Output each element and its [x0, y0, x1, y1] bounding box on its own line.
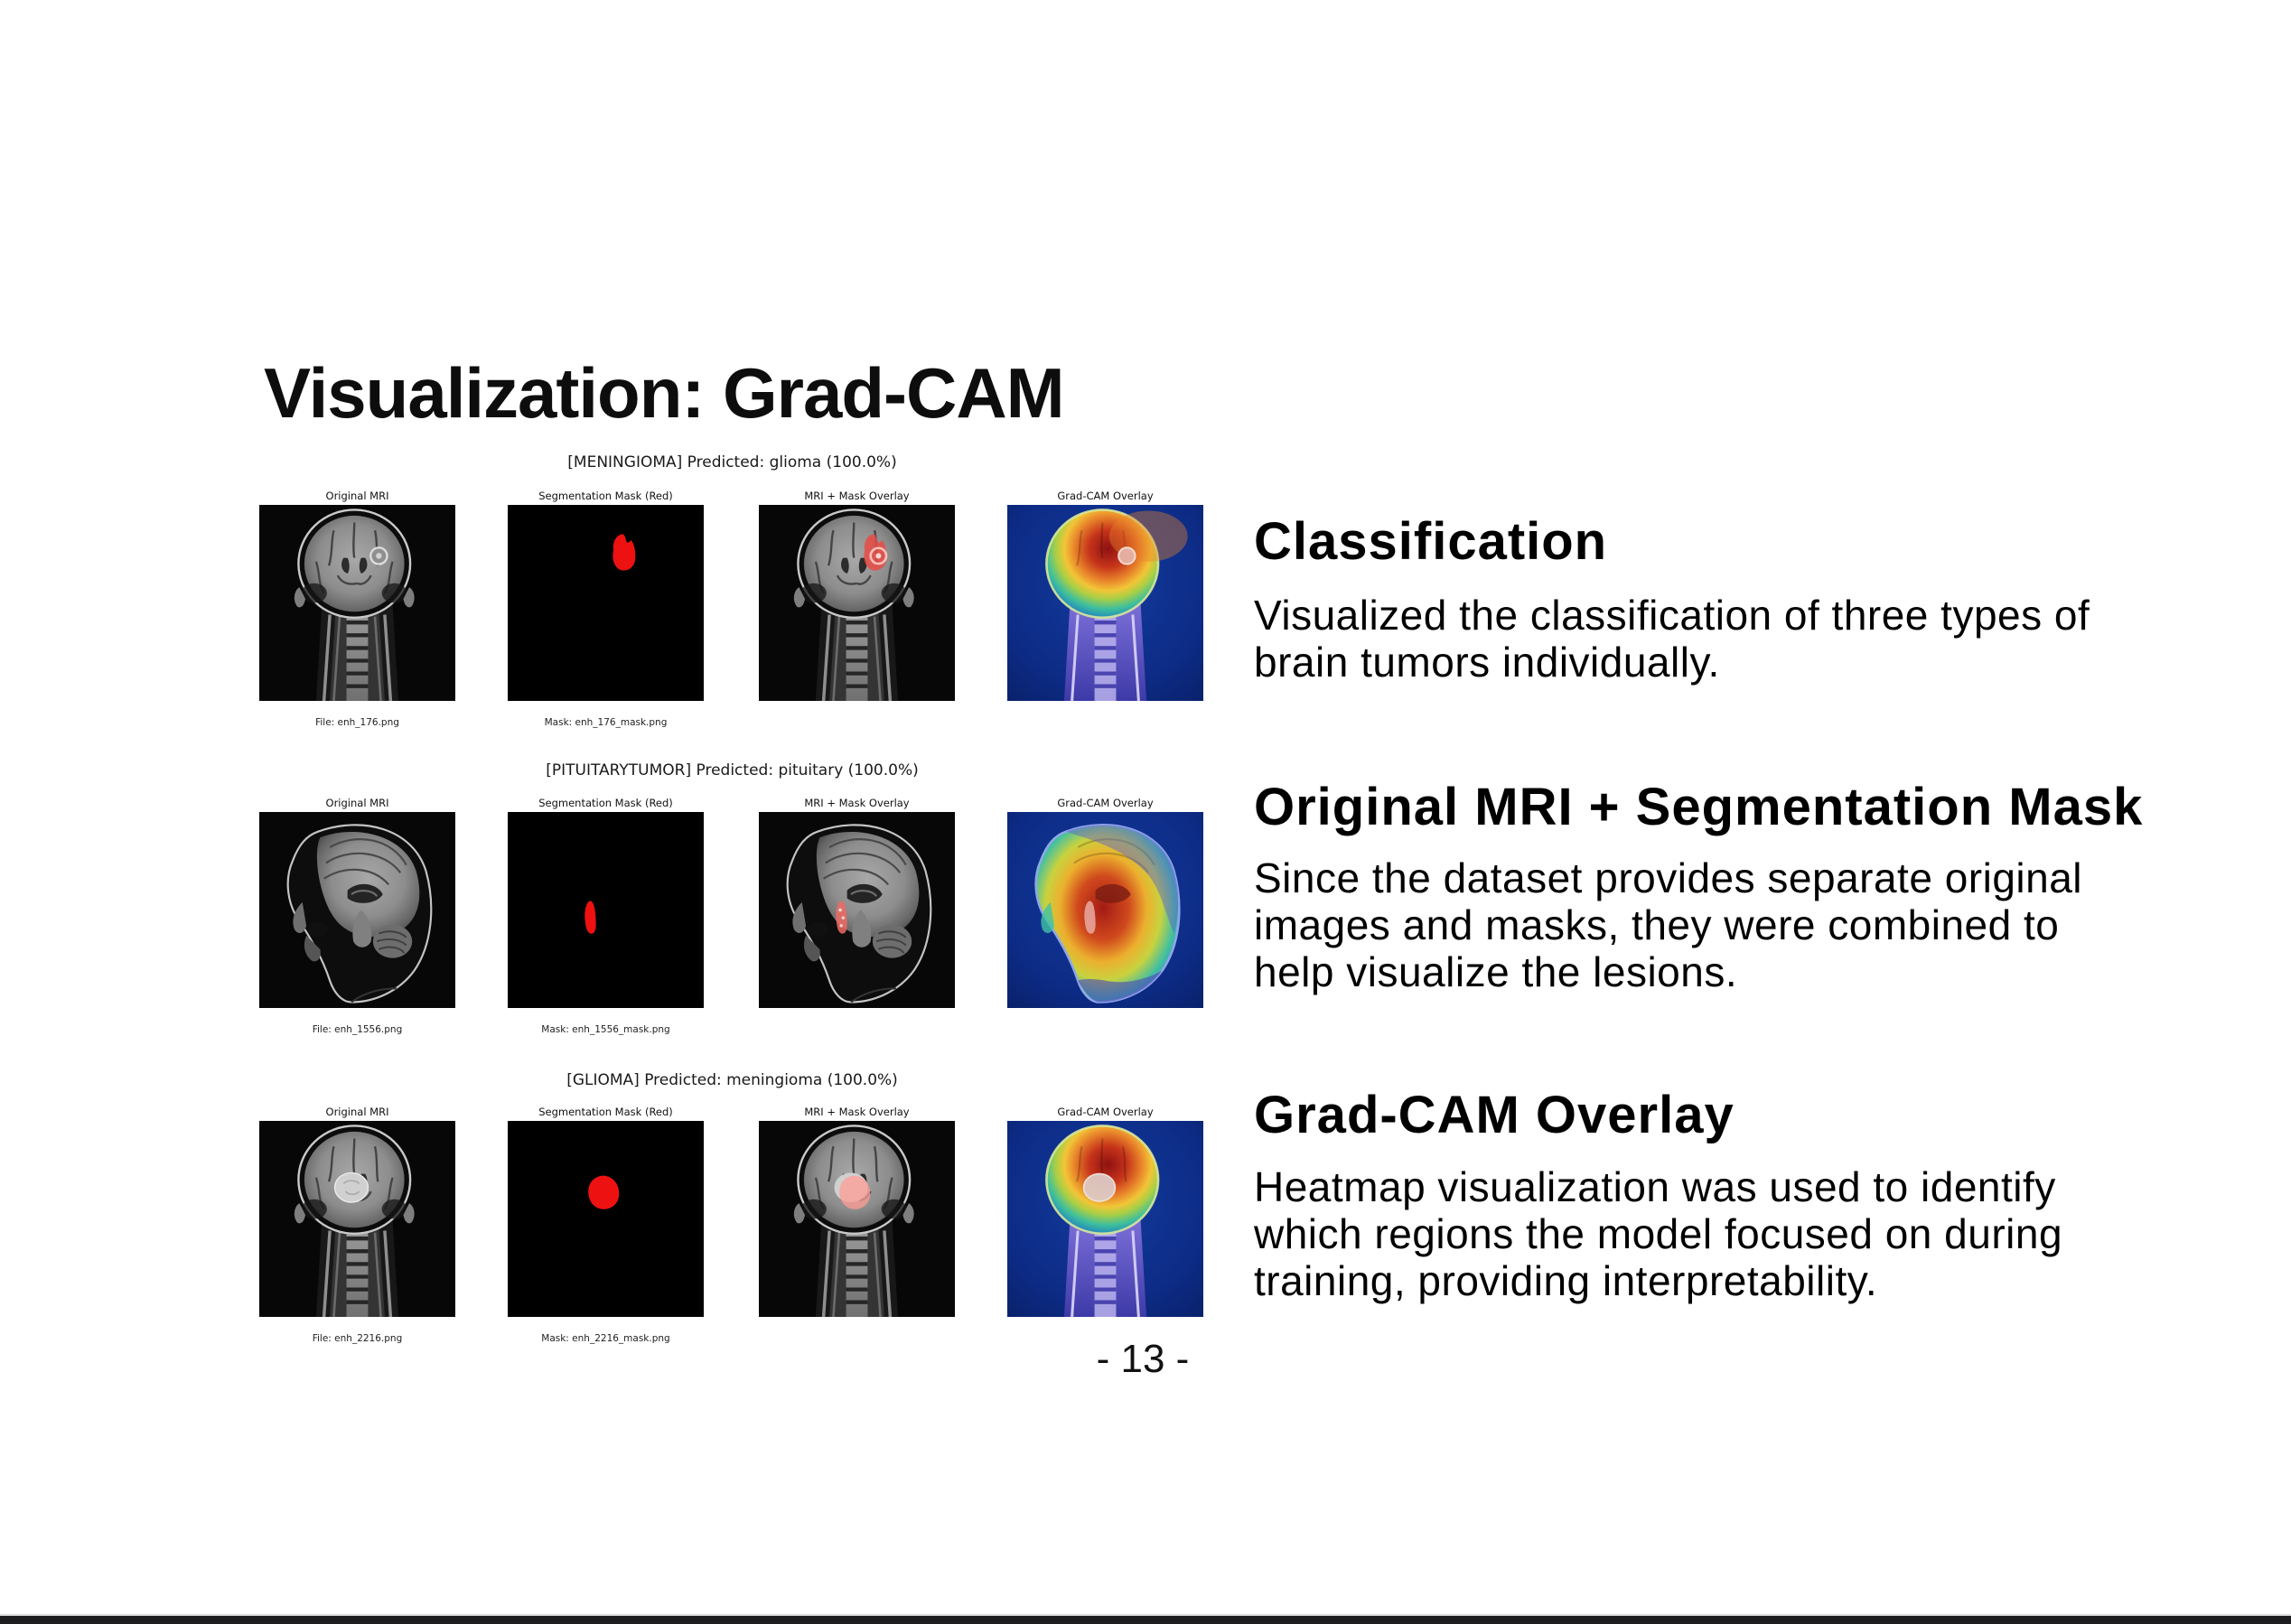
row-suptitle: [MENINGIOMA] Predicted: glioma (100.0%) — [567, 453, 897, 471]
row-suptitle: [GLIOMA] Predicted: meningioma (100.0%) — [566, 1071, 898, 1089]
body-line: Heatmap visualization was used to identi… — [1254, 1163, 2056, 1210]
body-line: Since the dataset provides separate orig… — [1254, 854, 2083, 901]
grad-cam-overlay-image — [1007, 812, 1203, 1008]
body-line: Visualized the classification of three t… — [1254, 592, 2090, 639]
panel-label: Original MRI — [325, 797, 389, 809]
body-line: brain tumors individually. — [1254, 639, 1720, 686]
file-caption: File: enh_2216.png — [312, 1333, 403, 1344]
section-body-grad-cam-overlay: Heatmap visualization was used to identi… — [1254, 1163, 2062, 1304]
mri-mask-overlay-image — [759, 812, 955, 1008]
segmentation-mask-image — [508, 812, 704, 1008]
page-number: - 13 - — [1096, 1337, 1190, 1381]
panel-label: Grad-CAM Overlay — [1057, 490, 1154, 502]
segmentation-mask-image — [508, 1121, 704, 1317]
segmentation-mask-image — [508, 505, 704, 701]
panel-label: Segmentation Mask (Red) — [538, 1106, 673, 1118]
section-body-original-mri-segmentation-mask: Since the dataset provides separate orig… — [1254, 854, 2082, 995]
section-body-classification: Visualized the classification of three t… — [1254, 592, 2090, 686]
mask-caption: Mask: enh_2216_mask.png — [541, 1333, 670, 1344]
footer-divider — [0, 1614, 2291, 1616]
row-suptitle: [PITUITARYTUMOR] Predicted: pituitary (1… — [546, 761, 919, 779]
grad-cam-overlay-image — [1007, 1121, 1203, 1317]
panel-label: Segmentation Mask (Red) — [538, 797, 673, 809]
body-line: training, providing interpretability. — [1254, 1257, 1878, 1304]
file-caption: File: enh_176.png — [315, 717, 399, 728]
panel-label: Segmentation Mask (Red) — [538, 490, 673, 502]
panel-label: Original MRI — [325, 490, 389, 502]
panel-label: MRI + Mask Overlay — [804, 1106, 910, 1118]
panel-label: Original MRI — [325, 1106, 389, 1118]
panel-label: Grad-CAM Overlay — [1057, 1106, 1154, 1118]
mask-caption: Mask: enh_1556_mask.png — [541, 1024, 670, 1035]
mri-mask-overlay-image — [759, 1121, 955, 1317]
section-heading-original-mri-segmentation-mask: Original MRI + Segmentation Mask — [1254, 778, 2144, 836]
body-line: which regions the model focused on durin… — [1254, 1210, 2063, 1257]
section-heading-classification: Classification — [1254, 512, 1608, 571]
file-caption: File: enh_1556.png — [312, 1024, 403, 1035]
section-heading-grad-cam-overlay: Grad-CAM Overlay — [1254, 1086, 1735, 1144]
panel-label: Grad-CAM Overlay — [1057, 797, 1154, 809]
body-line: help visualize the lesions. — [1254, 948, 1738, 995]
original-mri-image — [259, 505, 455, 701]
slide-title: Visualization: Grad-CAM — [264, 353, 1065, 433]
mask-caption: Mask: enh_176_mask.png — [544, 717, 668, 728]
mri-mask-overlay-image — [759, 505, 955, 701]
original-mri-image — [259, 812, 455, 1008]
body-line: images and masks, they were combined to — [1254, 901, 2060, 948]
panel-label: MRI + Mask Overlay — [804, 490, 910, 502]
grad-cam-overlay-image — [1007, 505, 1203, 701]
panel-label: MRI + Mask Overlay — [804, 797, 910, 809]
footer-bar — [0, 1616, 2291, 1624]
original-mri-image — [259, 1121, 455, 1317]
